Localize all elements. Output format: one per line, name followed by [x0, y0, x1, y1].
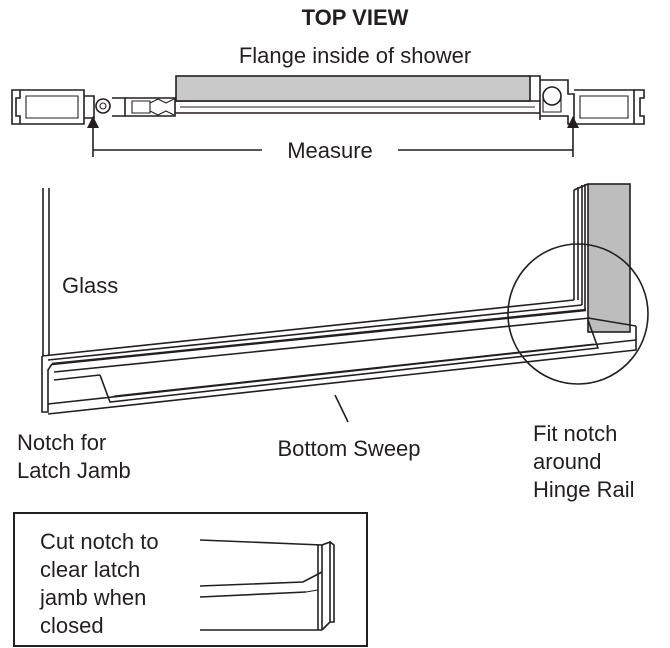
hinge-rail-profile — [530, 75, 645, 125]
inset-box: Cut notch to clear latch jamb when close… — [13, 512, 368, 647]
inset-line2: clear latch — [40, 557, 140, 582]
bottom-sweep — [41, 299, 637, 415]
measure-arrow-left — [87, 116, 99, 128]
side-view: Glass No — [17, 183, 649, 502]
fit-label-line2: around — [533, 449, 602, 474]
notch-label-line1: Notch for — [17, 430, 106, 455]
inset-line4: closed — [40, 613, 104, 638]
sweep-pointer — [334, 394, 349, 423]
detail-circle — [507, 243, 649, 385]
top-view: TOP VIEW Flange inside of shower — [11, 5, 645, 163]
top-view-subtitle: Flange inside of shower — [239, 43, 471, 68]
notch-detail — [199, 539, 335, 631]
inset-line1: Cut notch to — [40, 529, 159, 554]
glass-label: Glass — [62, 273, 118, 298]
flange — [175, 75, 531, 102]
fit-label-line3: Hinge Rail — [533, 477, 635, 502]
hinge-rail — [573, 183, 631, 333]
notch-label-line2: Latch Jamb — [17, 458, 131, 483]
left-clamp-profile — [112, 97, 176, 117]
fit-label-line1: Fit notch — [533, 421, 617, 446]
latch-jamb-profile — [11, 89, 111, 125]
measure-arrow-right — [567, 116, 579, 128]
measure-dimension: Measure — [87, 116, 579, 163]
sweep-label: Bottom Sweep — [277, 436, 420, 461]
inset-line3: jamb when — [39, 585, 146, 610]
glass-pane-top — [175, 100, 540, 114]
measure-label: Measure — [287, 138, 373, 163]
top-view-title: TOP VIEW — [302, 5, 409, 30]
